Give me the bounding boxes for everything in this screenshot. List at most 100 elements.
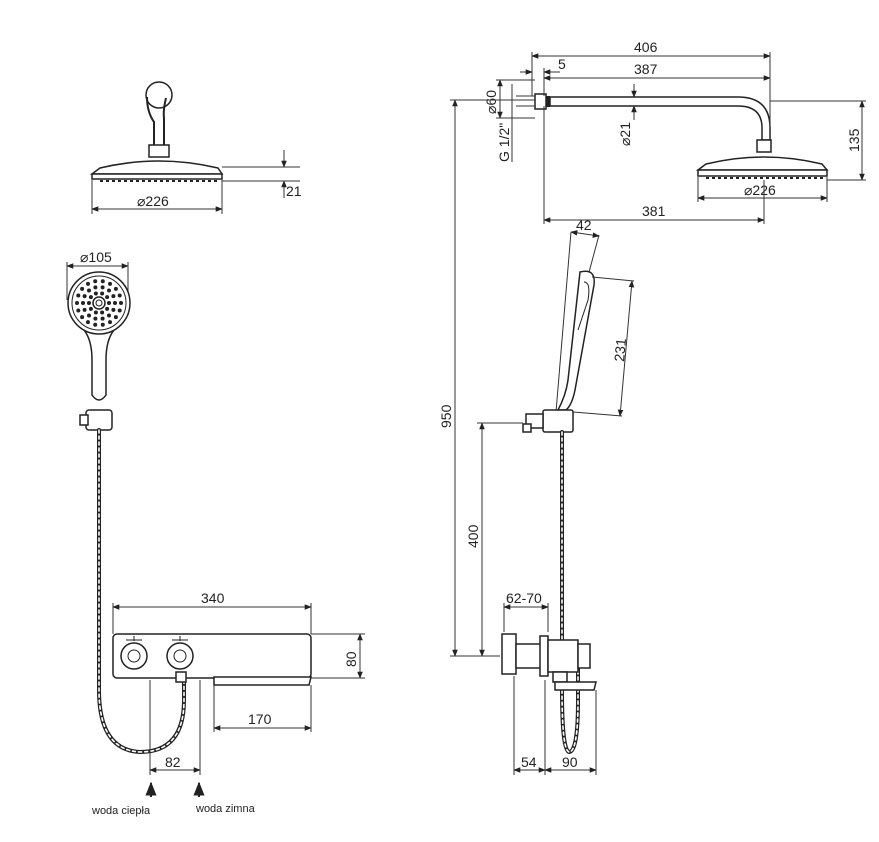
dim-label-pipe-diameter: ⌀21 [617,122,633,146]
nozzle-icon [796,177,799,179]
dim-total-height: 950 [438,99,535,657]
nozzle-icon [712,177,715,179]
dim-overhead-height: 21 [222,150,302,199]
dim-label-valve-width: 340 [201,590,225,606]
nozzle-icon [724,177,727,179]
nozzle-icon [778,177,781,179]
dim-wall-depth: 62-70 [503,590,549,632]
nozzle-icon [111,294,116,299]
nozzle-icon [718,177,721,179]
nozzle-icon [107,288,111,293]
nozzle-icon [100,316,105,321]
nozzle-icon [107,313,111,318]
dim-label-side-overhead-diameter: ⌀226 [744,182,776,198]
nozzle-icon [108,320,112,325]
inlet-hot: woda ciepła [91,781,157,817]
nozzle-icon [105,295,110,300]
front-overhead-shower [89,81,224,182]
dim-arm-projection: 381 [543,106,765,224]
nozzle-icon [100,322,105,327]
front-handshower [67,271,131,431]
nozzle-icon [748,177,751,179]
nozzle-icon [93,285,98,290]
dim-arm-drop: 135 [770,100,866,181]
nozzle-icon [113,286,118,291]
nozzle-icon [93,322,98,327]
nozzle-icon [784,177,787,179]
dim-label-arm-total: 406 [634,39,658,55]
nozzle-icon [772,177,775,179]
dim-label-overhead-height: 21 [286,183,302,199]
dim-label-arm-length: 387 [634,61,658,77]
nozzle-icon [105,306,110,311]
nozzle-icon [160,180,163,182]
nozzle-icon [808,177,811,179]
nozzle-icon [112,180,115,182]
nozzle-icon [814,177,817,179]
dim-thread: G 1/2" [496,84,535,162]
nozzle-icon [706,177,709,179]
nozzle-icon [86,320,90,325]
side-handshower [522,270,595,433]
dim-label-flange-diameter: ⌀60 [483,90,499,114]
dim-valve-height: 80 [311,633,365,679]
front-hose [97,428,186,755]
dim-pipe-diameter: ⌀21 [617,84,637,146]
nozzle-icon [142,180,145,182]
dim-side-overhead-diameter: ⌀226 [697,177,828,202]
nozzle-icon [80,315,85,320]
nozzle-icon [154,180,157,182]
nozzle-icon [100,310,105,315]
dim-arm-offset: 5 [520,56,566,96]
nozzle-icon [93,316,98,321]
dim-label-wall-depth: 62-70 [506,590,542,606]
dim-handshower-length: 231 [572,276,635,417]
nozzle-icon [184,180,187,182]
nozzle-icon [208,180,211,182]
side-valve [501,633,597,691]
dim-side-depth-b: 90 [544,690,597,775]
nozzle-icon [75,301,79,305]
dim-overhead-diameter: ⌀226 [91,180,223,214]
nozzle-icon [742,177,745,179]
nozzle-icon [196,180,199,182]
dim-label-arm-offset: 5 [558,56,566,72]
nozzle-icon [88,295,93,300]
nozzle-icon [100,180,103,182]
nozzle-icon [76,308,81,313]
nozzle-icon [100,291,105,296]
nozzle-icon [766,177,769,179]
nozzle-icon [87,288,91,293]
dim-label-thread: G 1/2" [496,123,512,162]
dim-arm-total: 406 [531,39,771,128]
nozzle-icon [100,279,105,284]
nozzle-icon [88,306,93,311]
dim-label-side-depth-b: 90 [562,754,578,770]
nozzle-icon [214,180,217,182]
nozzle-icon [107,301,111,305]
dim-label-side-depth-a: 54 [521,754,537,770]
dim-label-total-height: 950 [438,404,454,428]
dim-side-depth-a: 54 [513,676,546,775]
nozzle-icon [148,180,151,182]
nozzle-icon [172,180,175,182]
nozzle-icon [166,180,169,182]
dim-spout-length: 170 [213,685,312,732]
nozzle-icon [111,307,116,312]
nozzle-icon [93,291,98,296]
nozzle-icon [820,177,823,179]
nozzle-icon [87,301,91,305]
nozzle-icon [80,286,85,291]
dim-label-valve-height: 80 [343,651,359,667]
nozzle-icon [113,315,118,320]
nozzle-icon [790,177,793,179]
nozzle-icon [754,177,757,179]
label-cold-water: woda zimna [195,803,256,815]
nozzle-icon [202,180,205,182]
dim-label-overhead-diameter: ⌀226 [137,193,169,209]
nozzle-icon [190,180,193,182]
side-shower-arm [534,93,772,153]
nozzle-icon [117,293,122,298]
nozzle-icon [130,180,133,182]
